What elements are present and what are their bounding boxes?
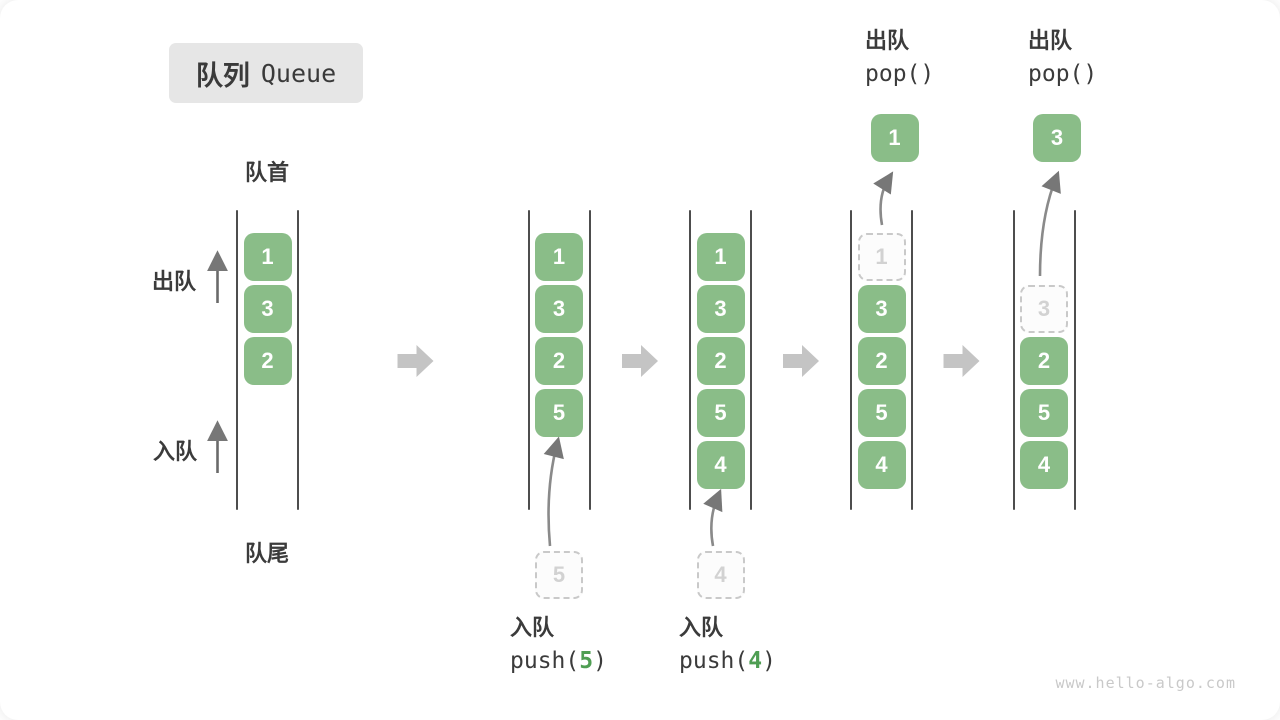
- queue-cell: 2: [535, 337, 583, 385]
- watermark-hello-algo: www.hello-algo.com: [1055, 674, 1236, 692]
- operation-label-chinese: 入队: [510, 615, 555, 640]
- state-transition-arrow-icon: [783, 345, 819, 377]
- queue-cell: 2: [857, 337, 906, 385]
- op-func-suffix: ): [593, 648, 607, 674]
- queue-wall-right: [750, 210, 752, 510]
- dequeue-move-arrow-icon: [873, 171, 894, 226]
- queue-cell: 4: [857, 441, 906, 489]
- operation-label-chinese: 入队: [679, 615, 724, 640]
- operation-label-dequeue: 出队 pop(): [1028, 30, 1097, 86]
- operation-label-code: pop(): [1028, 63, 1097, 86]
- operation-label-dequeue: 出队 pop(): [865, 30, 934, 86]
- op-func-arg: 5: [579, 648, 594, 674]
- op-func-text: pop(): [1028, 61, 1098, 87]
- queue-cell: 4: [696, 441, 745, 489]
- pending-enqueue-cell: 4: [696, 551, 745, 599]
- operation-label-enqueue: 入队 push(5): [510, 617, 607, 673]
- dequeue-move-arrow-icon: [1038, 170, 1061, 277]
- enqueue-move-arrow-icon: [703, 488, 723, 547]
- label-dequeue-side: 出队: [152, 269, 197, 294]
- queue-cell-dashed: 1: [857, 233, 906, 281]
- queue-wall-left: [1012, 210, 1015, 510]
- queue-wall-right: [911, 210, 913, 510]
- queue-cell: 1: [535, 233, 583, 281]
- operation-label-code: pop(): [865, 63, 934, 86]
- operation-label-chinese: 出队: [865, 28, 910, 53]
- op-func-text: pop(): [865, 61, 935, 87]
- label-queue-rear: 队尾: [244, 541, 290, 566]
- popped-cell: 3: [1033, 114, 1081, 162]
- queue-cell-dashed: 3: [1020, 285, 1068, 333]
- op-func-prefix: push(: [679, 648, 749, 674]
- pending-enqueue-cell: 5: [535, 551, 583, 599]
- operation-label-code: push(5): [510, 650, 607, 673]
- queue-cell: 5: [857, 389, 906, 437]
- queue-cell: 3: [696, 285, 745, 333]
- operation-label-code: push(4): [679, 650, 776, 673]
- title-chinese: 队列: [195, 60, 250, 91]
- queue-wall-left: [850, 210, 852, 510]
- queue-cell: 1: [696, 233, 745, 281]
- title-english: Queue: [260, 58, 337, 88]
- operation-label-chinese: 出队: [1028, 28, 1073, 53]
- operation-label-enqueue: 入队 push(4): [679, 617, 776, 673]
- queue-wall-left: [689, 210, 691, 510]
- queue-cell: 1: [243, 233, 292, 281]
- queue-cell: 3: [243, 285, 292, 333]
- op-func-suffix: ): [762, 648, 776, 674]
- enqueue-move-arrow-icon: [543, 436, 564, 547]
- state-transition-arrow-icon: [397, 345, 434, 377]
- queue-cell: 5: [535, 389, 583, 437]
- popped-cell: 1: [870, 114, 919, 162]
- queue-cell: 2: [696, 337, 745, 385]
- label-queue-front: 队首: [244, 160, 290, 185]
- queue-cell: 4: [1020, 441, 1068, 489]
- queue-cell: 3: [535, 285, 583, 333]
- op-func-arg: 4: [748, 648, 763, 674]
- op-func-prefix: push(: [510, 648, 580, 674]
- state-transition-arrow-icon: [943, 345, 980, 377]
- queue-cell: 5: [1020, 389, 1068, 437]
- queue-wall-right: [297, 210, 299, 510]
- queue-wall-left: [236, 210, 238, 510]
- queue-cell: 5: [696, 389, 745, 437]
- state-transition-arrow-icon: [622, 345, 658, 377]
- queue-wall-right: [588, 210, 591, 510]
- queue-cell: 2: [243, 337, 292, 385]
- queue-wall-right: [1073, 210, 1076, 510]
- label-enqueue-side: 入队: [153, 439, 198, 464]
- title-badge: 队列 Queue: [169, 43, 363, 103]
- queue-cell: 2: [1020, 337, 1068, 385]
- queue-cell: 3: [857, 285, 906, 333]
- queue-wall-left: [527, 210, 530, 510]
